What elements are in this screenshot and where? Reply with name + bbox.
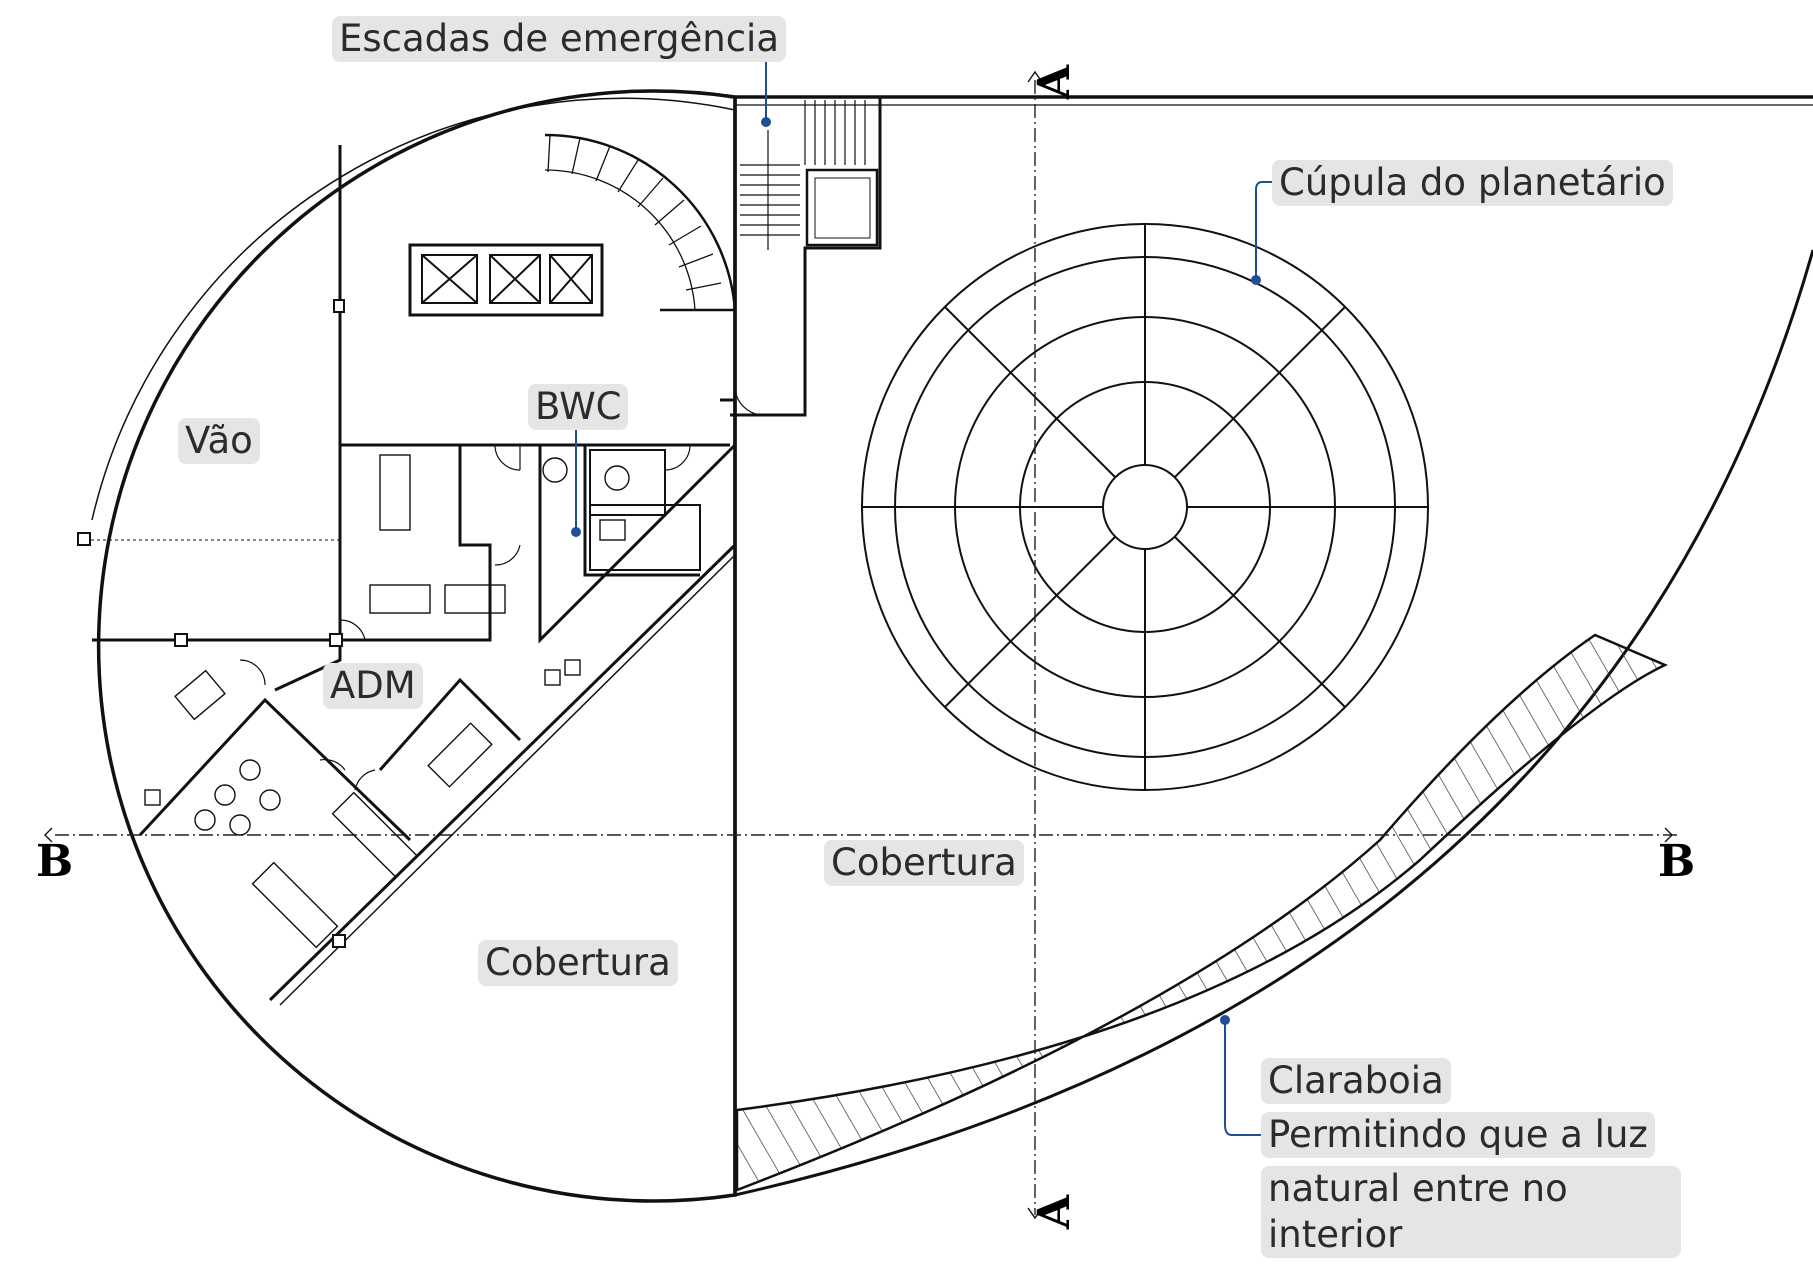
- spiral-stair: [544, 133, 737, 312]
- leader-dots: [571, 117, 1261, 1025]
- claraboia-line-1: Permitindo que a luz: [1261, 1112, 1655, 1158]
- section-mark-b-left: B: [36, 836, 74, 887]
- emergency-stairs: [730, 95, 882, 417]
- claraboia-title: Claraboia: [1261, 1058, 1451, 1104]
- interior-walls: [85, 145, 737, 1006]
- label-planetarium-dome: Cúpula do planetário: [1272, 160, 1673, 206]
- elevators: [408, 243, 604, 317]
- outer-wall-inner-arc: [91, 97, 736, 521]
- office-furniture: [144, 454, 630, 949]
- section-mark-a-top: A: [1029, 64, 1081, 100]
- claraboia-line-2: natural entre no interior: [1261, 1166, 1681, 1258]
- planetarium-dome: [861, 223, 1429, 791]
- skylight-strip: [735, 633, 1669, 1192]
- doors: [239, 389, 761, 791]
- outer-wall-arc: [96, 89, 737, 1203]
- label-emergency-stairs: Escadas de emergência: [332, 16, 787, 62]
- section-mark-b-right: B: [1658, 836, 1696, 887]
- label-adm: ADM: [323, 663, 423, 709]
- section-mark-a-bottom: A: [1029, 1194, 1081, 1230]
- columns: [77, 299, 346, 948]
- label-bwc: BWC: [528, 384, 629, 430]
- label-claraboia: Claraboia Permitindo que a luz natural e…: [1261, 1058, 1681, 1266]
- right-big-arc: [734, 249, 1813, 1197]
- label-cobertura-left: Cobertura: [478, 940, 678, 986]
- label-vao: Vão: [178, 418, 260, 464]
- label-cobertura-center: Cobertura: [824, 840, 1024, 886]
- section-arrows: [44, 70, 1673, 1220]
